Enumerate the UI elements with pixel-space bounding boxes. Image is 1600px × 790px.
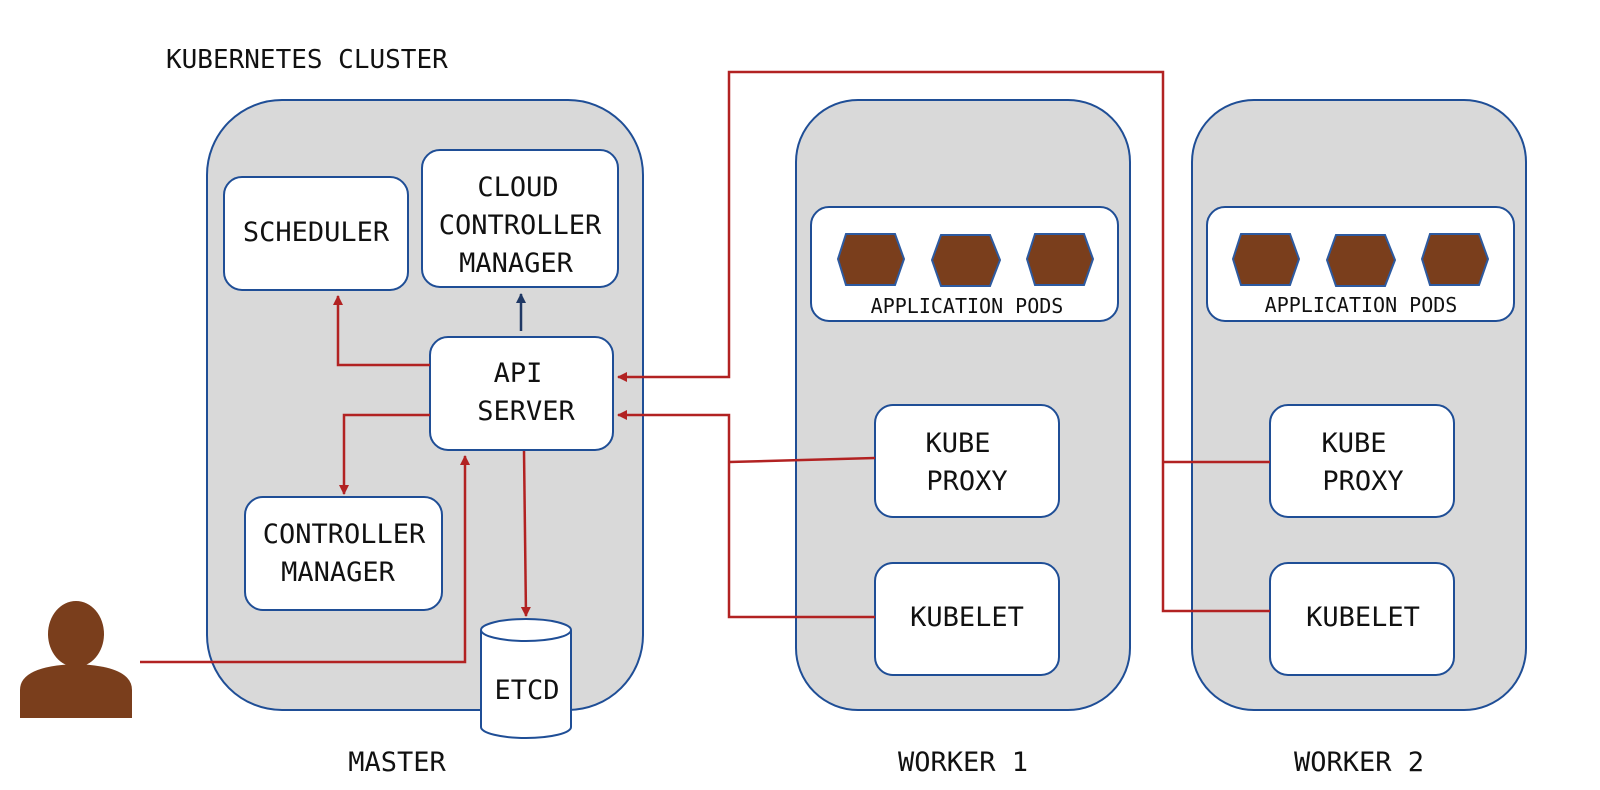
worker-1-pods-label: APPLICATION PODS xyxy=(871,294,1064,318)
connector-api-to-controller-manager xyxy=(339,413,430,495)
connector-worker-2-to-api xyxy=(617,70,1270,613)
connector-worker-1-to-api xyxy=(617,410,875,619)
worker-1-node: APPLICATION PODS KUBE PROXY KUBELET WORK… xyxy=(795,99,1131,778)
worker-2-application-pods[interactable]: APPLICATION PODS xyxy=(1206,206,1515,322)
pod-icon[interactable] xyxy=(1025,233,1095,286)
worker-1-kube-proxy-line-2: PROXY xyxy=(926,466,1007,497)
etcd-label: ETCD xyxy=(494,675,559,706)
worker-2-pods-label: APPLICATION PODS xyxy=(1265,293,1458,317)
api-server[interactable]: API SERVER xyxy=(429,336,614,451)
user-icon-body xyxy=(20,664,132,718)
worker-1-application-pods[interactable]: APPLICATION PODS xyxy=(810,206,1119,322)
connector-api-to-scheduler xyxy=(333,295,430,367)
worker-2-kube-proxy-line-2: PROXY xyxy=(1322,466,1403,497)
worker-1-kubelet[interactable]: KUBELET xyxy=(874,562,1060,676)
cloud-controller-manager-line-1: CLOUD xyxy=(477,172,558,203)
master-node: SCHEDULER CLOUD CONTROLLER MANAGER API S… xyxy=(206,99,644,778)
connector-user-to-api xyxy=(140,455,470,664)
api-server-line-1: API xyxy=(494,358,543,389)
worker-1-kube-proxy-box[interactable] xyxy=(874,404,1060,518)
cluster-title: KUBERNETES CLUSTER xyxy=(166,45,448,75)
api-server-line-2: SERVER xyxy=(477,396,575,427)
scheduler[interactable]: SCHEDULER xyxy=(223,176,409,291)
worker-2-node: APPLICATION PODS KUBE PROXY KUBELET WORK… xyxy=(1191,99,1527,778)
cloud-controller-manager-line-2: CONTROLLER xyxy=(439,210,602,241)
pod-icon[interactable] xyxy=(1325,234,1397,287)
worker-2-kube-proxy-line-1: KUBE xyxy=(1321,428,1386,459)
pod-icon[interactable] xyxy=(1231,233,1301,286)
scheduler-box[interactable] xyxy=(223,176,409,291)
user-icon[interactable] xyxy=(20,601,132,718)
pod-icon[interactable] xyxy=(836,233,906,286)
worker-1-kube-proxy-line-1: KUBE xyxy=(925,428,990,459)
controller-manager-line-1: CONTROLLER xyxy=(263,519,426,550)
worker-2-label: WORKER 2 xyxy=(1294,747,1424,778)
pod-icon[interactable] xyxy=(1420,233,1490,286)
worker-2-kube-proxy-box[interactable] xyxy=(1269,404,1455,518)
cloud-controller-manager[interactable]: CLOUD CONTROLLER MANAGER xyxy=(421,149,619,288)
connector-worker-1-kube-proxy xyxy=(728,456,876,464)
controller-manager[interactable]: CONTROLLER MANAGER xyxy=(244,496,443,611)
etcd-cylinder-body[interactable] xyxy=(480,630,572,739)
worker-2-kubelet-box[interactable] xyxy=(1269,562,1455,676)
connector-api-to-etcd xyxy=(520,450,531,617)
worker-1-kube-proxy[interactable]: KUBE PROXY xyxy=(874,404,1060,518)
scheduler-label: SCHEDULER xyxy=(243,217,390,248)
controller-manager-box[interactable] xyxy=(244,496,443,611)
worker-2-kubelet-label: KUBELET xyxy=(1306,602,1420,633)
worker-2-kube-proxy[interactable]: KUBE PROXY xyxy=(1269,404,1455,518)
worker-1-label: WORKER 1 xyxy=(898,747,1028,778)
worker-2-kubelet[interactable]: KUBELET xyxy=(1269,562,1455,676)
pod-icon[interactable] xyxy=(930,234,1002,287)
master-label: MASTER xyxy=(348,747,446,778)
etcd-cylinder-top xyxy=(480,618,572,642)
controller-manager-line-2: MANAGER xyxy=(281,557,396,588)
worker-1-kubelet-label: KUBELET xyxy=(910,602,1024,633)
user-icon-head xyxy=(48,601,104,667)
cloud-controller-manager-box[interactable] xyxy=(421,149,619,288)
cloud-controller-manager-line-3: MANAGER xyxy=(459,248,574,279)
etcd[interactable]: ETCD xyxy=(480,618,572,739)
worker-1-kubelet-box[interactable] xyxy=(874,562,1060,676)
api-server-box[interactable] xyxy=(429,336,614,451)
